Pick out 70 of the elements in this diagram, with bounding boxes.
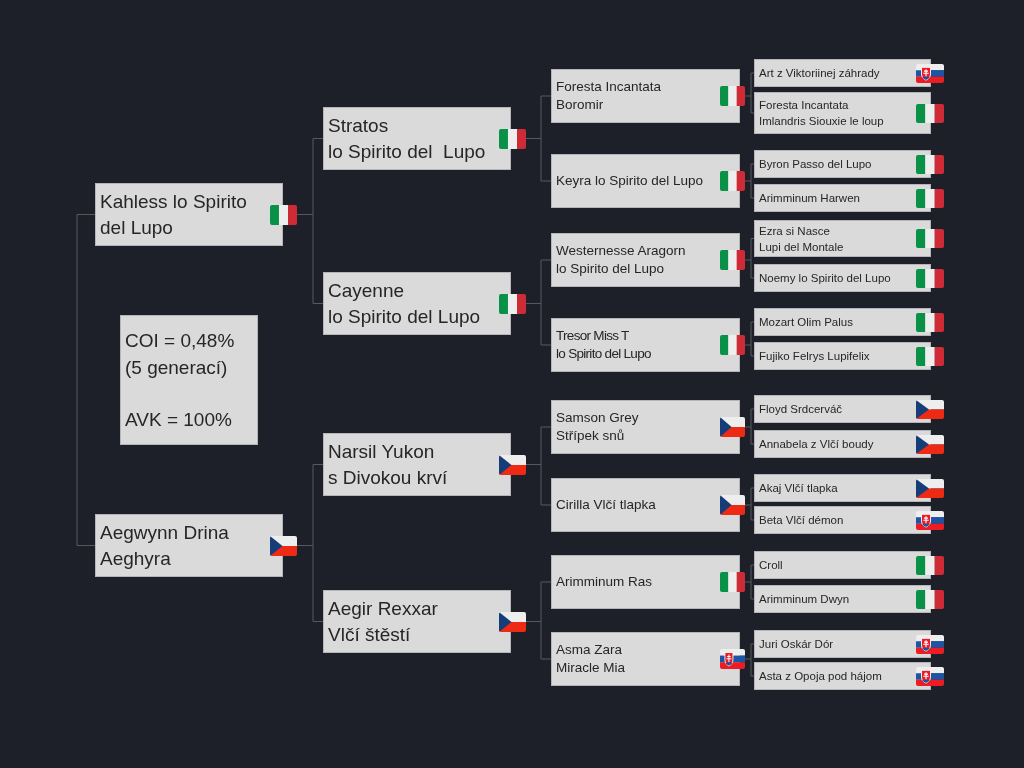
connector-line xyxy=(540,581,552,622)
dog-name: Mozart Olim Palus xyxy=(759,315,853,330)
dog-name: Croll xyxy=(759,558,783,573)
dog-name: Keyra lo Spirito del Lupo xyxy=(556,172,704,190)
dog-name: Stratos lo Spirito del Lupo xyxy=(328,113,486,164)
dog-name: Asta z Opoja pod hájom xyxy=(759,669,882,684)
connector-line xyxy=(312,214,324,304)
connector-line xyxy=(750,259,755,279)
connector-line xyxy=(750,72,755,97)
dog-name: Cayenne lo Spirito del Lupo xyxy=(328,278,481,329)
dog-name: Akaj Vlčí tlapka xyxy=(759,481,838,496)
dog-name: Kahless lo Spirito del Lupo xyxy=(100,189,248,240)
dog-name: Floyd Srdcerváč xyxy=(759,402,843,417)
connector-line xyxy=(750,95,755,114)
connector-line xyxy=(312,138,324,215)
connector-line xyxy=(540,138,552,182)
dog-name: Fujiko Felrys Lupifelix xyxy=(759,349,870,364)
dog-name: Beta Vlčí démon xyxy=(759,513,844,528)
dog-name: Arimminum Ras xyxy=(556,573,652,591)
dog-name: Arimminum Dwyn xyxy=(759,592,850,607)
connector-line xyxy=(750,408,755,428)
connector-line xyxy=(525,303,542,304)
connector-line xyxy=(540,259,552,304)
connector-line xyxy=(312,464,324,546)
connector-line xyxy=(76,214,96,546)
stat-text: AVK = 100% xyxy=(125,408,232,432)
connector-line xyxy=(750,344,755,357)
dog-name: Samson Grey Střípek snů xyxy=(556,409,640,445)
connector-line xyxy=(525,464,542,465)
connector-line xyxy=(750,163,755,182)
connector-line xyxy=(525,138,542,139)
stat-text: COI = 0,48% (5 generací) xyxy=(125,329,236,380)
connector-line xyxy=(744,504,752,506)
dog-name: Annabela z Vlčí boudy xyxy=(759,437,874,452)
connector-line xyxy=(744,426,752,428)
dog-name: Arimminum Harwen xyxy=(759,191,860,206)
connector-line xyxy=(540,621,552,660)
connector-line xyxy=(750,581,755,600)
connector-line xyxy=(540,464,552,506)
connector-line xyxy=(540,95,552,139)
dog-name: Art z Viktoriinej záhrady xyxy=(759,66,880,81)
connector-line xyxy=(750,180,755,199)
connector-line xyxy=(750,643,755,660)
connector-line xyxy=(750,321,755,346)
connector-line xyxy=(540,303,552,346)
connector-line xyxy=(296,545,314,546)
dog-name: Foresta Incantata Imlandris Siouxie le loup xyxy=(759,98,884,129)
connector-line xyxy=(540,426,552,465)
connector-line xyxy=(750,487,755,506)
info-box xyxy=(120,315,258,445)
dog-name: Byron Passo del Lupo xyxy=(759,157,872,172)
connector-line xyxy=(750,238,755,261)
connector-line xyxy=(312,545,324,622)
dog-name: Ezra si Nasce Lupi del Montale xyxy=(759,223,844,255)
dog-name: Westernesse Aragorn lo Spirito del Lupo xyxy=(556,242,687,278)
dog-name: Narsil Yukon s Divokou krví xyxy=(328,439,448,490)
dog-name: Aegwynn Drina Aeghyra xyxy=(100,520,230,571)
dog-name: Noemy lo Spirito del Lupo xyxy=(759,271,891,286)
dog-name: Aegir Rexxar Vlčí štěstí xyxy=(328,596,439,647)
connector-line xyxy=(750,504,755,521)
connector-line xyxy=(525,621,542,622)
connector-line xyxy=(750,426,755,445)
dog-name: Asma Zara Miracle Mia xyxy=(556,641,626,677)
connector-line xyxy=(750,658,755,677)
connector-line xyxy=(296,214,314,215)
connector-line xyxy=(750,564,755,583)
dog-name: Cirilla Vlčí tlapka xyxy=(556,496,656,514)
dog-name: Foresta Incantata Boromir xyxy=(556,78,663,114)
dog-name: Tresor Miss T lo Spirito del Lupo xyxy=(556,327,651,363)
dog-name: Juri Oskár Dór xyxy=(759,637,834,652)
